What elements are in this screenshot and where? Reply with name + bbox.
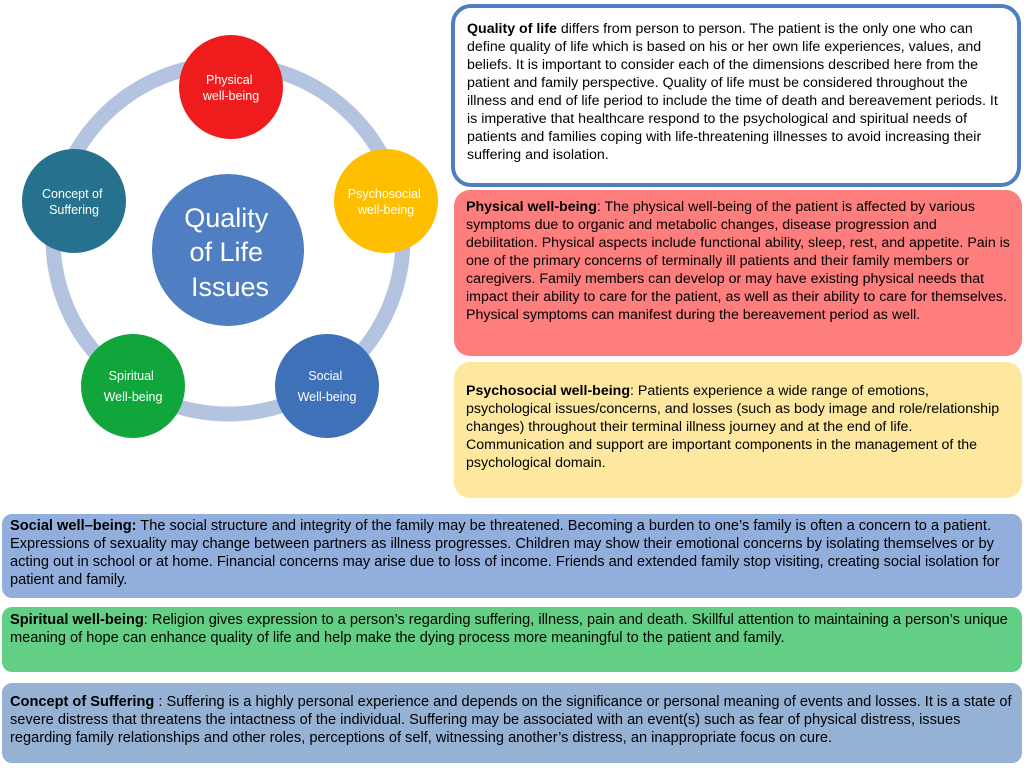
center-label-line-2: of Life [189,237,263,267]
node-social-label-1: Social [308,369,342,383]
concept-of-suffering-text: : Suffering is a highly personal experie… [10,694,1012,746]
center-node: Quality of Life Issues [152,174,304,326]
node-suffering-circle [22,149,126,253]
svg-text:Quality of Life Is: Quality of Life Issues [184,203,276,302]
node-spiritual: Spiritual Well-being [81,334,185,438]
node-social-circle [275,334,379,438]
concept-of-suffering-heading: Concept of Suffering [10,694,155,710]
svg-text:Concept of Suffering: Concept of Suffering [42,187,106,217]
node-spiritual-label-2: Well-being [104,390,163,404]
social-well-being-box: Social well–being: The social structure … [2,514,1022,598]
node-physical-label-2: well-being [202,89,259,103]
quality-of-life-heading: Quality of life [467,21,557,37]
physical-well-being-text: : The physical well-being of the patient… [466,199,1010,323]
node-suffering-label-1: Concept of [42,187,103,201]
node-psychosocial-label-2: well-being [357,203,414,217]
center-label-line-3: Issues [191,272,269,302]
psychosocial-well-being-text: : Patients experience a wide range of em… [466,383,1000,471]
node-physical: Physical well-being [179,35,283,139]
node-suffering-label-2: Suffering [49,203,99,217]
spiritual-well-being-box: Spiritual well-being: Religion gives exp… [2,607,1022,672]
concept-of-suffering-box: Concept of Suffering : Suffering is a hi… [2,683,1022,763]
spiritual-well-being-text: : Religion gives expression to a person’… [10,612,1008,646]
svg-text:Spiritual Well-being: Spiritual Well-being [104,369,163,404]
svg-text:Physical well-being: Physical well-being [202,73,259,103]
node-psychosocial-circle [334,149,438,253]
psychosocial-well-being-box: Psychosocial well-being: Patients experi… [454,362,1022,498]
node-spiritual-circle [81,334,185,438]
node-suffering: Concept of Suffering [22,149,126,253]
quality-of-life-text: differs from person to person. The patie… [467,21,998,163]
quality-of-life-description-box: Quality of life differs from person to p… [451,4,1021,187]
node-psychosocial: Psychosocial well-being [334,149,438,253]
node-psychosocial-label-1: Psychosocial [348,187,421,201]
svg-text:Psychosocial well-being: Psychosocial well-being [348,187,424,217]
psychosocial-well-being-heading: Psychosocial well-being [466,383,630,399]
quality-of-life-cycle-diagram: Quality of Life Issues Physical well-bei… [22,35,438,438]
physical-well-being-heading: Physical well-being [466,199,597,215]
node-social-label-2: Well-being [298,390,357,404]
physical-well-being-box: Physical well-being: The physical well-b… [454,190,1022,356]
node-physical-label-1: Physical [206,73,253,87]
spiritual-well-being-heading: Spiritual well-being [10,612,144,628]
node-physical-circle [179,35,283,139]
center-label-line-1: Quality [184,203,269,233]
node-social: Social Well-being [275,334,379,438]
node-spiritual-label-1: Spiritual [109,369,154,383]
social-well-being-text: The social structure and integrity of th… [10,518,1000,588]
svg-text:Social Well-being: Social Well-being [298,369,357,404]
center-circle [152,174,304,326]
social-well-being-heading: Social well–being: [10,518,137,534]
